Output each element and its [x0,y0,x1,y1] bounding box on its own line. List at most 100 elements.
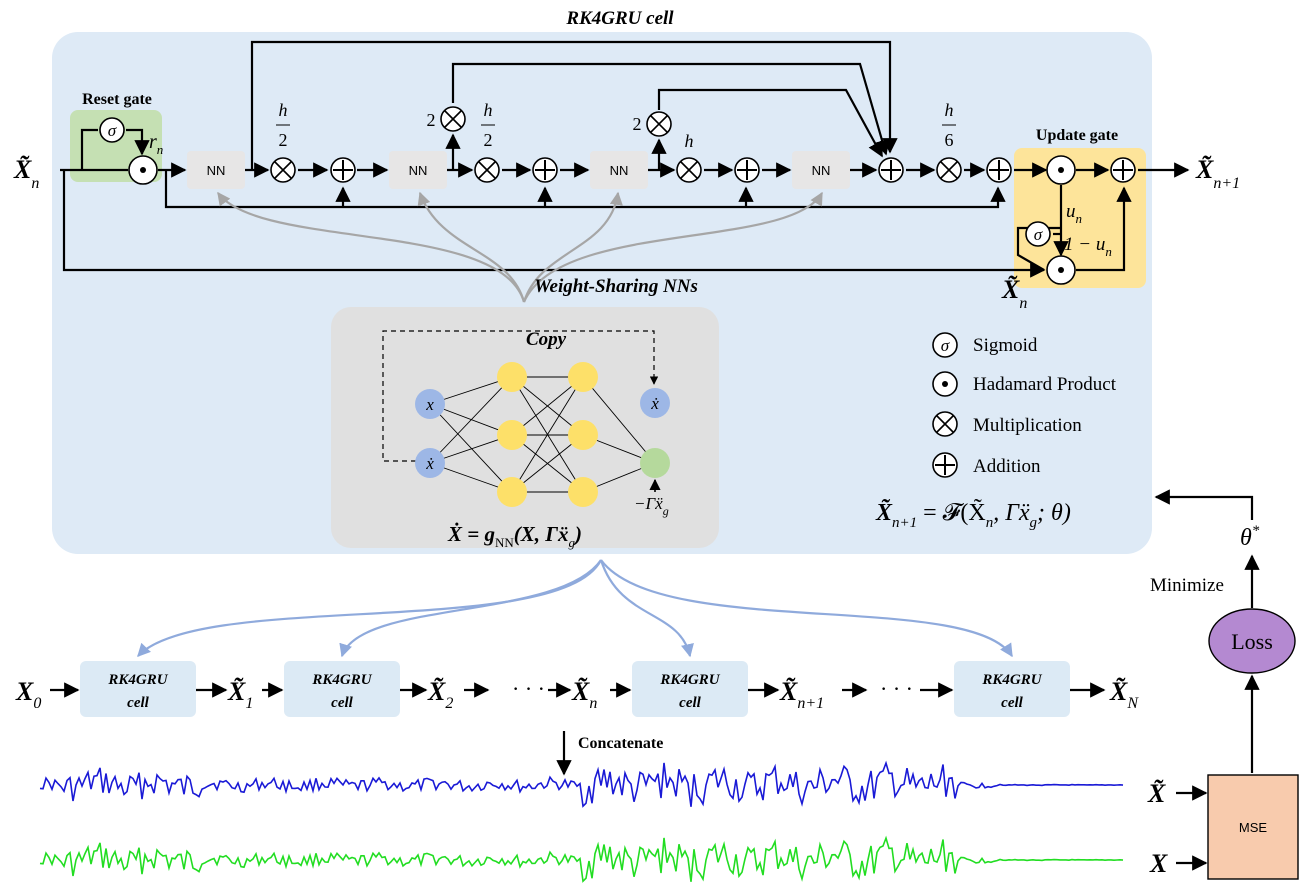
update-gate-box [1014,148,1146,288]
rk4gru-chain: RK4GRU cell RK4GRU cell RK4GRU cell RK4G… [15,661,1139,717]
nn-edge [429,403,513,493]
predicted-signal [39,760,1124,808]
plus-icon [532,157,558,183]
plus-icon [1110,157,1136,183]
mse-label: MSE [1239,820,1268,835]
nn-detail-box [331,307,719,548]
update-u-label: un [1066,201,1082,226]
svg-text:cell: cell [331,695,353,711]
plus-icon [330,157,356,183]
times-icon [936,157,962,183]
nn-edge [429,376,513,464]
svg-text:RK4GRU: RK4GRU [981,672,1042,688]
svg-text:2: 2 [633,114,642,134]
svg-text:RK4GRU: RK4GRU [107,672,168,688]
hadamard-icon [128,155,158,185]
chain-cell-2 [284,661,400,717]
svg-text:· · ·: · · · [880,676,913,701]
svg-text:RK4GRU: RK4GRU [659,672,720,688]
hidden-node [497,477,527,507]
svg-text:2: 2 [279,130,288,150]
chain-cell-4 [954,661,1070,717]
svg-text:ẋ: ẋ [425,454,434,473]
nn-edge [582,376,656,464]
svg-text:2: 2 [484,130,493,150]
svg-text:cell: cell [1001,695,1023,711]
weight-sharing-arrows [217,191,823,303]
hidden-node [568,420,598,450]
plus-icon [986,157,1012,183]
svg-text:RK4GRU: RK4GRU [311,672,372,688]
svg-text:h: h [279,100,288,120]
minimize-label: Minimize [1150,575,1224,596]
svg-text:6: 6 [945,130,954,150]
mse-input-predicted: X̃ [1147,779,1166,808]
nn-edge [511,376,584,436]
times-icon [474,157,500,183]
legend-addition: Addition [932,452,1041,478]
force-label: −Γẍg [634,494,669,518]
update-gate-label: Update gate [1036,127,1118,144]
nn-edge [511,434,584,493]
svg-text:Addition: Addition [973,456,1041,477]
weight-sharing-label: Weight-Sharing NNs [534,276,698,297]
svg-text:NN: NN [610,163,629,178]
chain-cell-1 [80,661,196,717]
svg-text:NN: NN [812,163,831,178]
svg-text:Multiplication: Multiplication [973,415,1082,436]
step-labels: h 2 h 2 h h 6 2 2 [276,100,956,151]
nn-input-x: x [415,389,445,419]
svg-text:X̃n+1: X̃n+1 [779,677,824,712]
copy-label: Copy [526,329,567,350]
svg-text:X̃1: X̃1 [227,677,253,712]
copy-loop [382,330,659,462]
svg-text:cell: cell [679,695,701,711]
plus-icon [734,157,760,183]
reset-gate-label: Reset gate [82,91,152,108]
legend: σ Sigmoid Hadamard Product Multiplicatio… [932,332,1117,478]
nn-equation: Ẋ = gNN(X, Γẍg) [447,522,582,550]
times-icon [646,111,672,137]
svg-text:X̃N: X̃N [1109,677,1139,712]
hidden-node [497,362,527,392]
svg-text:NN: NN [409,163,428,178]
concatenate-label: Concatenate [578,735,663,752]
mse-box [1207,774,1299,880]
svg-text:Hadamard Product: Hadamard Product [973,374,1117,395]
shared-weight-arrows [137,559,1013,658]
hidden-node [497,420,527,450]
svg-text:NN: NN [207,163,226,178]
svg-text:· · ·: · · · [512,676,545,701]
plus-icon [878,157,904,183]
svg-text:Sigmoid: Sigmoid [973,335,1038,356]
svg-text:ẋ: ẋ [650,394,659,413]
hadamard-icon [1046,155,1076,185]
true-signal [39,835,1124,883]
svg-text:x: x [425,395,434,414]
nn-block-3: NN [590,151,648,189]
update-one-minus-label: 1 − un [1064,234,1112,259]
svg-text:X̃n: X̃n [571,677,597,712]
loss-node [1208,608,1296,674]
sigma-icon: σ [1025,221,1051,247]
nn-block-1: NN [187,151,245,189]
legend-hadamard: Hadamard Product [932,371,1117,397]
mse-input-true: X [1149,849,1168,878]
svg-text:σ: σ [1034,225,1043,244]
legend-sigmoid: σ Sigmoid [932,332,1038,358]
svg-text:2: 2 [427,110,436,130]
nn-edge [511,376,584,493]
hidden-node [568,362,598,392]
cell-formula: X̃n+1= 𝓕(X̃n, Γẍg; θ) [875,498,1071,531]
svg-text:h: h [685,131,694,151]
hadamard-icon [1046,255,1076,285]
diagram-title: RK4GRU cell [565,8,674,29]
nn-output-xdot: ẋ [640,388,670,418]
reset-gate-symbol: rn [149,131,163,157]
svg-text:X0: X0 [15,677,41,712]
chain-cell-3 [632,661,748,717]
times-icon [440,106,466,132]
nn-block-2: NN [389,151,447,189]
sigma-icon: σ [99,117,125,143]
